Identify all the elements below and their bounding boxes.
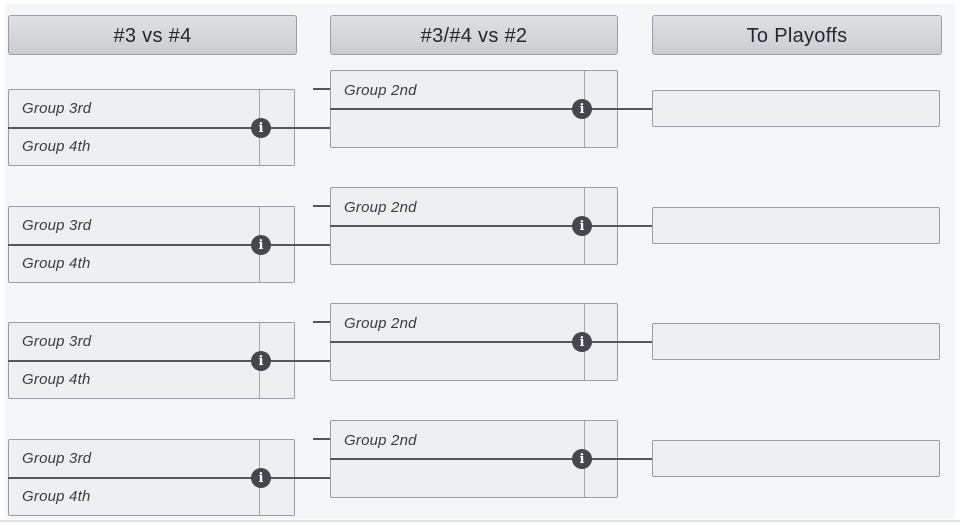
connector-line [8,127,330,129]
team-slot-group-4th: Group 4th [22,370,91,388]
round1-header: #3 vs #4 [8,15,297,55]
playoff-team-slot [653,441,939,476]
info-icon[interactable]: i [572,99,592,119]
team-slot-group-4th: Group 4th [22,254,91,272]
team-slot-group-2nd: Group 2nd [344,198,417,216]
team-slot-group-3rd: Group 3rd [22,450,92,468]
info-icon[interactable]: i [251,118,271,138]
team-slot-group-2nd: Group 2nd [344,314,417,332]
connector-line [330,341,652,343]
info-icon[interactable]: i [572,449,592,469]
bracket-group: Group 3rd Group 4th Group 2nd i i [0,303,960,403]
team-slot-group-2nd: Group 2nd [344,81,417,99]
bracket-group: Group 3rd Group 4th Group 2nd i i [0,187,960,287]
playoff-slot-box [652,90,940,127]
team-slot-group-4th: Group 4th [22,487,91,505]
playoff-team-slot [653,324,939,359]
info-icon[interactable]: i [251,468,271,488]
playoff-slot-box [652,440,940,477]
info-icon[interactable]: i [572,216,592,236]
team-slot-group-4th: Group 4th [22,137,91,155]
connector-line [330,108,652,110]
connector-line [8,244,330,246]
round2-header: #3/#4 vs #2 [330,15,618,55]
info-icon[interactable]: i [251,351,271,371]
connector-line [313,205,330,207]
team-slot-group-2nd: Group 2nd [344,431,417,449]
playoff-team-slot [653,208,939,243]
info-icon[interactable]: i [572,332,592,352]
playoff-team-slot [653,91,939,126]
team-slot-group-3rd: Group 3rd [22,100,92,118]
bracket-group: Group 3rd Group 4th Group 2nd i i [0,420,960,520]
playoff-slot-box [652,207,940,244]
playoffs-header: To Playoffs [652,15,942,55]
connector-line [330,458,652,460]
bottom-edge-strip [0,520,960,522]
team-slot-group-3rd: Group 3rd [22,333,92,351]
info-icon[interactable]: i [251,235,271,255]
connector-line [313,321,330,323]
connector-line [330,225,652,227]
connector-line [8,477,330,479]
bracket-group: Group 3rd Group 4th Group 2nd i i [0,70,960,170]
team-slot-group-3rd: Group 3rd [22,217,92,235]
connector-line [8,360,330,362]
connector-line [313,88,330,90]
connector-line [313,438,330,440]
playoff-slot-box [652,323,940,360]
